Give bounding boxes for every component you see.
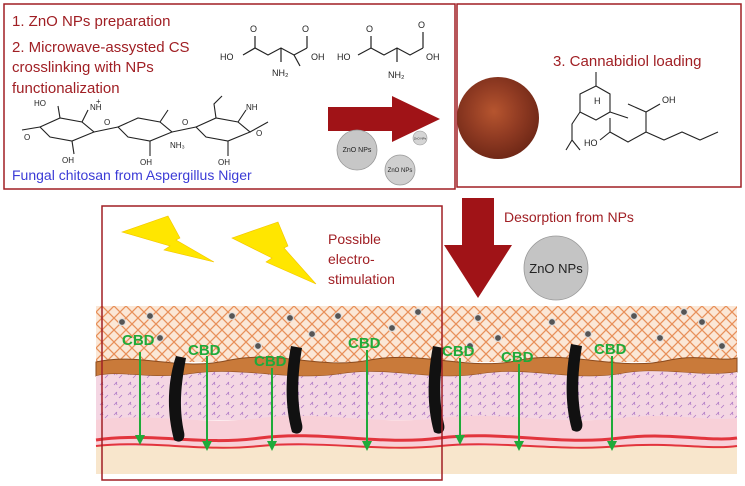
- chitosan-nh3-label: NH₃: [170, 141, 185, 150]
- gel-np-dot: [118, 318, 126, 326]
- gel-np-dot: [466, 342, 474, 350]
- np-medium: [384, 154, 416, 186]
- np-large-label: ZnO NPs: [343, 147, 372, 154]
- gel-np-dot: [146, 312, 154, 320]
- gel-np-dot: [308, 330, 316, 338]
- glutamic-acid-structure: [242, 36, 308, 67]
- electro-stimulation-frame: [101, 205, 443, 481]
- glu-ho-label: HO: [220, 52, 234, 62]
- lightning-bolt-1-icon: [121, 215, 215, 263]
- chitosan-o-left: O: [24, 133, 30, 142]
- gel-np-dot: [584, 330, 592, 338]
- cbd-diffusion-arrows: [135, 350, 617, 451]
- chitosan-caption: Fungal chitosan from Aspergillus Niger: [12, 167, 252, 183]
- glu-o-label: O: [250, 24, 257, 34]
- synthesis-panel-frame: [3, 3, 456, 190]
- cbd-h-label: H: [594, 96, 601, 106]
- gel-np-dot: [414, 308, 422, 316]
- np-small-label: ZnO NPs: [414, 137, 427, 141]
- gel-np-dot: [254, 342, 262, 350]
- desorbed-zno-np: [523, 235, 589, 301]
- stimulation-label-line1: Possible: [328, 231, 381, 247]
- cbd-label-6: CBD: [501, 349, 534, 366]
- zno-np-cluster: [336, 129, 428, 186]
- hypodermis-layer: [96, 446, 737, 474]
- gel-np-dot: [680, 308, 688, 316]
- chitosan-plus-label: +: [96, 97, 101, 106]
- cbd-label-1: CBD: [122, 332, 155, 349]
- np-medium-label: ZnO NPs: [388, 168, 413, 174]
- gel-np-dot: [494, 334, 502, 342]
- desorption-label: Desorption from NPs: [504, 209, 634, 225]
- asp-nh2-label: NH₂: [388, 70, 405, 80]
- gel-np-dot: [156, 334, 164, 342]
- hair-follicle-3: [428, 346, 445, 434]
- cbd-label-4: CBD: [348, 335, 381, 352]
- gel-np-dot: [630, 312, 638, 320]
- lightning-bolt-2-icon: [231, 221, 317, 285]
- chitosan-o-link2: O: [182, 118, 188, 127]
- asp-oh-label: OH: [426, 52, 440, 62]
- step1-label: 1. ZnO NPs preparation: [12, 13, 170, 30]
- desorption-arrow-down: [444, 198, 512, 298]
- gel-np-dot: [718, 342, 726, 350]
- cbd-label-2: CBD: [188, 342, 221, 359]
- gel-np-dot: [388, 324, 396, 332]
- asp-ho-label: HO: [337, 52, 351, 62]
- crosslinked-disc-photo: [457, 77, 539, 159]
- glu-nh2-label: NH₂: [272, 68, 289, 78]
- step2-label-line2: crosslinking with NPs: [12, 59, 154, 76]
- epidermis-layer: [96, 371, 737, 420]
- np-large: [336, 129, 378, 171]
- asp-o2-label: O: [418, 20, 425, 30]
- cbd-label-5: CBD: [442, 343, 475, 360]
- chitosan-oh-label-3: OH: [218, 158, 230, 167]
- np-small: [412, 130, 428, 146]
- stimulation-label-line3: stimulation: [328, 271, 395, 287]
- gel-np-dot: [474, 314, 482, 322]
- step2-label-line1: 2. Microwave-assysted CS: [12, 39, 190, 56]
- gel-np-dot: [228, 312, 236, 320]
- step2-label-line3: functionalization: [12, 80, 120, 97]
- hair-follicle-4: [566, 344, 583, 432]
- gel-np-dot: [334, 312, 342, 320]
- gel-np-dot: [656, 334, 664, 342]
- chitosan-ho-label: HO: [34, 99, 46, 108]
- cbd-ho-label: HO: [584, 138, 598, 148]
- asp-o-label: O: [366, 24, 373, 34]
- chitosan-oh-label-1: OH: [62, 156, 74, 165]
- chitosan-nh-label: NH: [90, 103, 102, 112]
- cannabidiol-structure: [565, 72, 719, 151]
- gel-np-dot: [698, 318, 706, 326]
- gel-np-dot: [548, 318, 556, 326]
- glu-o2-label: O: [302, 24, 309, 34]
- step3-label: 3. Cannabidiol loading: [553, 53, 701, 70]
- skin-cross-section: [95, 306, 738, 474]
- cbd-oh-label: OH: [662, 95, 676, 105]
- gel-nanoparticle-dots: [118, 308, 726, 350]
- glu-oh-label: OH: [311, 52, 325, 62]
- cbd-label-7: CBD: [594, 341, 627, 358]
- hair-follicle-2: [286, 346, 303, 434]
- chitosan-nh-label-2: NH: [246, 103, 258, 112]
- cbd-label-3: CBD: [254, 353, 287, 370]
- chitosan-o-link1: O: [104, 118, 110, 127]
- gel-np-dot: [286, 314, 294, 322]
- chitosan-oh-label-2: OH: [140, 158, 152, 167]
- chitosan-o-right: O: [256, 129, 262, 138]
- desorbed-np-label: ZnO NPs: [529, 261, 583, 276]
- chitosan-structure: [21, 95, 269, 156]
- hair-follicle-1: [168, 356, 186, 442]
- stimulation-label-line2: electro-: [328, 251, 375, 267]
- cbd-loading-panel-frame: [456, 3, 742, 188]
- aspartic-acid-structure: [357, 32, 424, 62]
